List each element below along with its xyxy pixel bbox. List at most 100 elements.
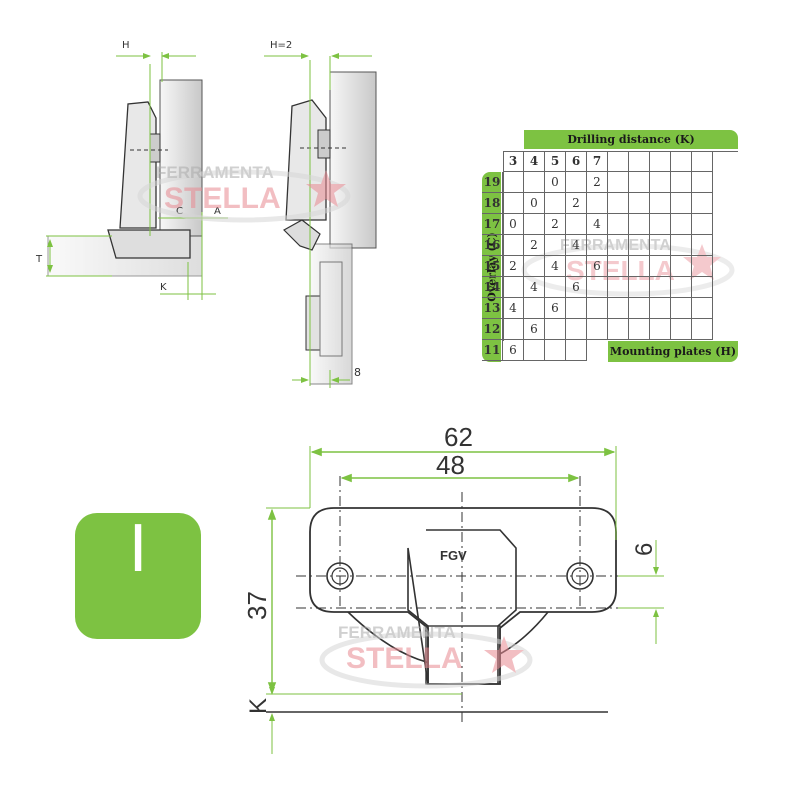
table-cell	[587, 193, 608, 214]
table-cell	[671, 319, 692, 340]
dim-label-k: K	[160, 282, 167, 293]
table-cell	[566, 256, 587, 277]
table-cell	[608, 277, 629, 298]
table-cell	[587, 277, 608, 298]
table-column-header	[650, 151, 671, 172]
dim-label-c: C	[176, 206, 183, 217]
table-cell	[503, 193, 524, 214]
table-cell	[692, 256, 713, 277]
table-cell	[692, 277, 713, 298]
table-column-header: 4	[524, 151, 545, 172]
table-row-label: 15	[482, 256, 503, 277]
table-cell	[650, 319, 671, 340]
dim-label-a: A	[214, 206, 221, 217]
table-cell	[629, 172, 650, 193]
table-row-label: 17	[482, 214, 503, 235]
table-cell	[671, 172, 692, 193]
table-cell	[629, 298, 650, 319]
table-cell	[608, 235, 629, 256]
table-cell	[671, 214, 692, 235]
table-cell	[608, 214, 629, 235]
table-cell: 4	[503, 298, 524, 319]
table-cell	[503, 172, 524, 193]
table-cell	[503, 235, 524, 256]
table-cell	[671, 256, 692, 277]
table-cell	[650, 256, 671, 277]
table-cell	[650, 172, 671, 193]
table-column-header	[692, 151, 713, 172]
table-cell	[545, 193, 566, 214]
table-cell	[629, 277, 650, 298]
table-cell	[524, 298, 545, 319]
table-cell	[503, 319, 524, 340]
table-cell: 6	[503, 340, 524, 361]
table-cell	[650, 298, 671, 319]
plate-center-body	[407, 529, 517, 685]
table-cell	[566, 214, 587, 235]
table-cell	[650, 193, 671, 214]
watermark-bottom-star-icon	[484, 636, 524, 673]
table-cell	[545, 319, 566, 340]
table-cell	[629, 256, 650, 277]
table-cell	[671, 193, 692, 214]
table-row-label: 13	[482, 298, 503, 319]
table-cell	[566, 172, 587, 193]
table-cell	[608, 319, 629, 340]
watermark-table-line2: STELLA	[566, 255, 675, 286]
table-cell	[608, 193, 629, 214]
table-cell	[629, 235, 650, 256]
table-cell	[545, 277, 566, 298]
table-cell	[650, 214, 671, 235]
table-cell	[545, 340, 566, 361]
table-cell	[692, 319, 713, 340]
dim-width-holes: 48	[436, 450, 465, 480]
table-cell: 4	[587, 214, 608, 235]
table-cell: 2	[524, 235, 545, 256]
table-cell: 0	[524, 193, 545, 214]
table-cell	[671, 235, 692, 256]
table-cell	[503, 277, 524, 298]
table-cell	[608, 298, 629, 319]
table-cell	[545, 235, 566, 256]
table-cell: 6	[524, 319, 545, 340]
side-view-left: H C A T K	[35, 40, 228, 300]
table-cell	[524, 214, 545, 235]
table-side-label: Overlay (C)	[482, 172, 501, 362]
table-cell	[524, 256, 545, 277]
watermark-table-line1: FERRAMENTA	[560, 237, 671, 254]
table-cell	[692, 172, 713, 193]
table-cell	[587, 235, 608, 256]
table-row-label: 16	[482, 235, 503, 256]
table-cell	[608, 256, 629, 277]
table-cell	[671, 298, 692, 319]
watermark-text-line1: FERRAMENTA	[156, 163, 274, 182]
watermark-text-line2: STELLA	[164, 182, 281, 215]
table-cell	[524, 172, 545, 193]
table-column-header: 5	[545, 151, 566, 172]
table-row-label: 18	[482, 193, 503, 214]
table-column-header: 7	[587, 151, 608, 172]
watermark-bottom: FERRAMENTA STELLA	[319, 623, 533, 689]
dim-hole-offset: 6	[631, 543, 658, 556]
table-row-label: 19	[482, 172, 503, 193]
badge-letter: I	[128, 513, 148, 587]
table-footer: Mounting plates (H)	[608, 341, 738, 362]
table-cell: 4	[545, 256, 566, 277]
table-column-header: 6	[566, 151, 587, 172]
dim-distance-k: K	[245, 698, 272, 714]
watermark-bottom-line1: FERRAMENTA	[338, 623, 456, 642]
table-column-header	[629, 151, 650, 172]
watermark-top: FERRAMENTA STELLA	[137, 163, 351, 223]
watermark-bottom-line2: STELLA	[346, 642, 463, 675]
table-cell: 6	[545, 298, 566, 319]
table-cell: 4	[524, 277, 545, 298]
hinge-cup	[107, 229, 191, 259]
table-column-header: 3	[503, 151, 524, 172]
table-cell	[524, 340, 545, 361]
dim-label-plate-thickness: 8	[354, 366, 361, 379]
table-cell	[692, 214, 713, 235]
mounting-plate-drawing: FGV 62 48 37 6 K	[242, 422, 664, 754]
table-cell: 4	[566, 235, 587, 256]
table-column-header	[608, 151, 629, 172]
